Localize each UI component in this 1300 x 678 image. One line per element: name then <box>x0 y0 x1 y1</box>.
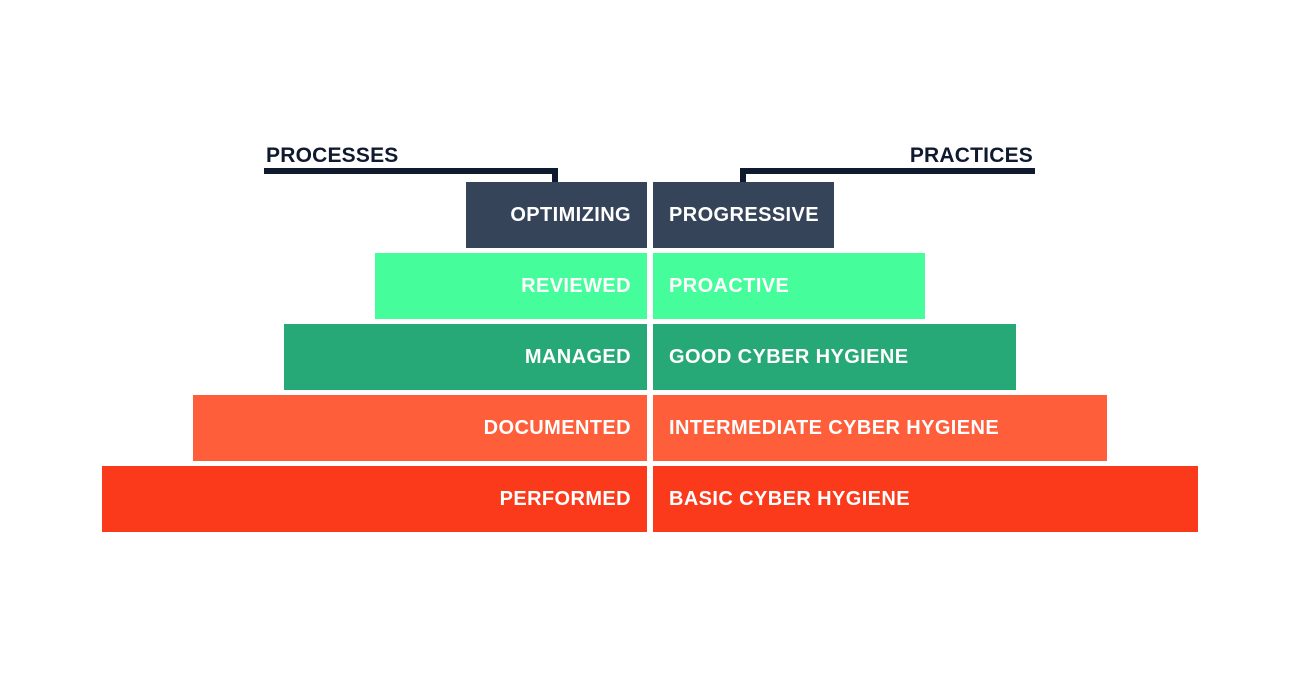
practice-tier-performed: BASIC CYBER HYGIENE <box>653 466 1198 532</box>
practice-tier-reviewed: PROACTIVE <box>653 253 925 319</box>
practices-bracket-tick <box>740 168 746 184</box>
practice-tier-managed: GOOD CYBER HYGIENE <box>653 324 1016 390</box>
processes-bracket-line <box>264 168 558 174</box>
practice-tier-documented: INTERMEDIATE CYBER HYGIENE <box>653 395 1107 461</box>
processes-header: PROCESSES <box>266 144 399 167</box>
practices-bracket-line <box>740 168 1035 174</box>
process-tier-reviewed: REVIEWED <box>375 253 647 319</box>
processes-bracket-tick <box>552 168 558 184</box>
process-tier-documented: DOCUMENTED <box>193 395 647 461</box>
process-tier-optimizing: OPTIMIZING <box>466 182 647 248</box>
practice-tier-optimizing: PROGRESSIVE <box>653 182 834 248</box>
process-tier-performed: PERFORMED <box>102 466 647 532</box>
practices-header: PRACTICES <box>909 144 1033 167</box>
process-tier-managed: MANAGED <box>284 324 647 390</box>
